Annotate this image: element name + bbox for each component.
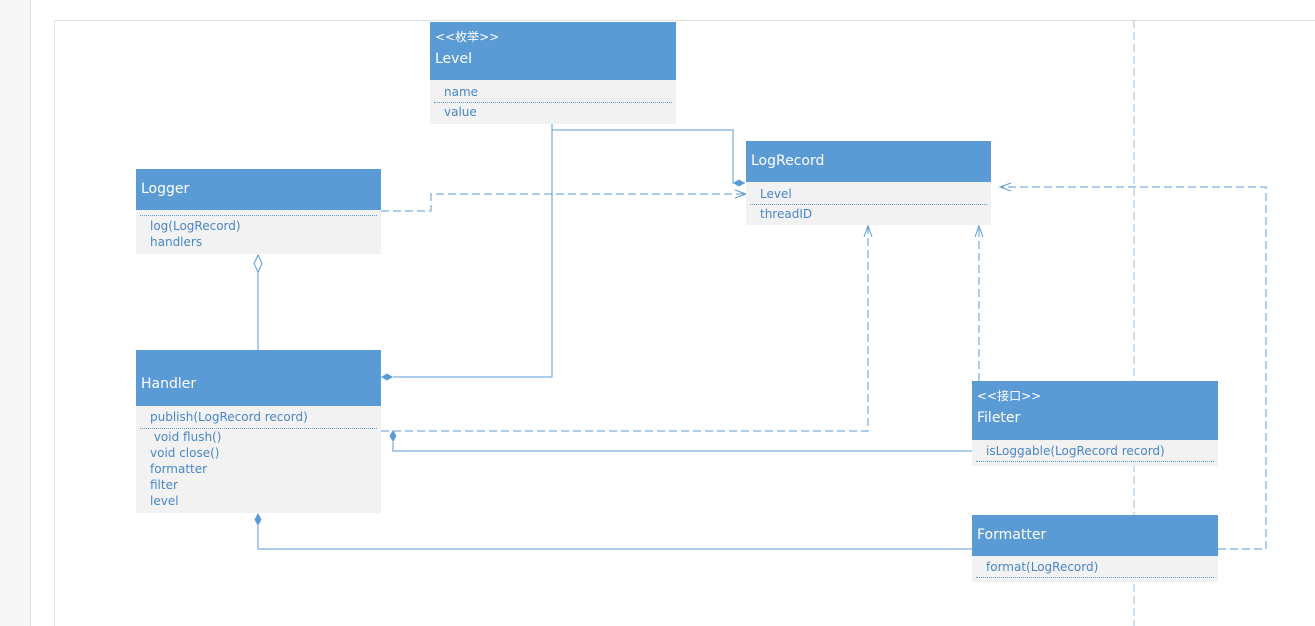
logger-logrecord-dependency xyxy=(381,193,745,212)
member-separator xyxy=(750,204,987,205)
handler-dependency-arrowhead xyxy=(863,224,873,238)
handler-level-diamond xyxy=(381,373,393,381)
fileter-handler-composition xyxy=(392,442,972,452)
class-logger[interactable]: Logger log(LogRecord) handlers xyxy=(136,169,381,254)
class-fileter[interactable]: <<接口>> Fileter isLoggable(LogRecord reco… xyxy=(972,381,1218,466)
level-handler-composition xyxy=(393,130,553,378)
class-handler-member: formatter xyxy=(150,462,208,476)
class-fileter-member: isLoggable(LogRecord record) xyxy=(986,444,1165,458)
class-formatter-header: Formatter xyxy=(972,515,1218,556)
formatter-handler-composition xyxy=(257,526,972,550)
class-fileter-name: Fileter xyxy=(977,410,1021,426)
class-handler-member: publish(LogRecord record) xyxy=(150,410,308,424)
class-handler-member: void close() xyxy=(150,446,220,460)
fileter-dependency-arrowhead xyxy=(974,224,984,238)
class-level-body: name value xyxy=(430,80,676,124)
handler-formatter-diamond xyxy=(254,513,262,526)
left-ruler-strip xyxy=(0,0,31,626)
class-logger-member: handlers xyxy=(150,235,203,249)
handler-filter-diamond xyxy=(389,430,397,442)
class-level-name: Level xyxy=(435,51,472,67)
logger-aggregation-diamond xyxy=(253,253,263,274)
logrecord-diamond xyxy=(733,179,745,187)
class-logger-header: Logger xyxy=(136,169,381,210)
class-logger-name: Logger xyxy=(141,181,190,197)
class-fileter-header: <<接口>> Fileter xyxy=(972,381,1218,440)
class-handler-member: filter xyxy=(150,478,178,492)
member-separator xyxy=(976,577,1214,578)
class-level-member: name xyxy=(444,85,479,99)
member-separator xyxy=(140,428,377,429)
page-boundary xyxy=(54,20,1315,626)
member-separator xyxy=(434,102,672,103)
handler-logrecord-dependency xyxy=(381,227,869,432)
class-formatter-member: format(LogRecord) xyxy=(986,560,1099,574)
class-logrecord-name: LogRecord xyxy=(751,153,825,169)
formatter-dependency-arrowhead xyxy=(998,182,1012,192)
class-logrecord-header: LogRecord xyxy=(746,141,991,182)
class-logrecord-body: Level threadID xyxy=(746,182,991,225)
class-logrecord[interactable]: LogRecord Level threadID xyxy=(746,141,991,225)
class-level[interactable]: <<枚举>> Level name value xyxy=(430,22,676,124)
class-formatter-name: Formatter xyxy=(977,527,1047,543)
class-handler-name: Handler xyxy=(141,376,197,392)
class-handler-header: Handler xyxy=(136,350,381,406)
class-formatter-body: format(LogRecord) xyxy=(972,556,1218,582)
member-separator xyxy=(140,215,377,216)
class-formatter[interactable]: Formatter format(LogRecord) xyxy=(972,515,1218,582)
class-fileter-body: isLoggable(LogRecord record) xyxy=(972,440,1218,466)
class-level-header: <<枚举>> Level xyxy=(430,22,676,80)
level-logrecord-composition xyxy=(551,124,745,184)
class-handler-member: level xyxy=(150,494,179,508)
class-fileter-stereotype: <<接口>> xyxy=(977,389,1042,403)
class-logger-member: log(LogRecord) xyxy=(150,219,241,233)
class-logrecord-member: threadID xyxy=(760,207,813,221)
formatter-logrecord-dependency xyxy=(1000,186,1267,550)
member-separator xyxy=(976,461,1214,462)
class-handler-member: void flush() xyxy=(150,430,222,444)
class-handler-body: publish(LogRecord record) void flush() v… xyxy=(136,406,381,513)
class-level-stereotype: <<枚举>> xyxy=(435,30,500,44)
class-handler[interactable]: Handler publish(LogRecord record) void f… xyxy=(136,350,381,513)
class-logger-body: log(LogRecord) handlers xyxy=(136,210,381,254)
class-logrecord-member: Level xyxy=(760,187,792,201)
class-level-member: value xyxy=(444,105,477,119)
